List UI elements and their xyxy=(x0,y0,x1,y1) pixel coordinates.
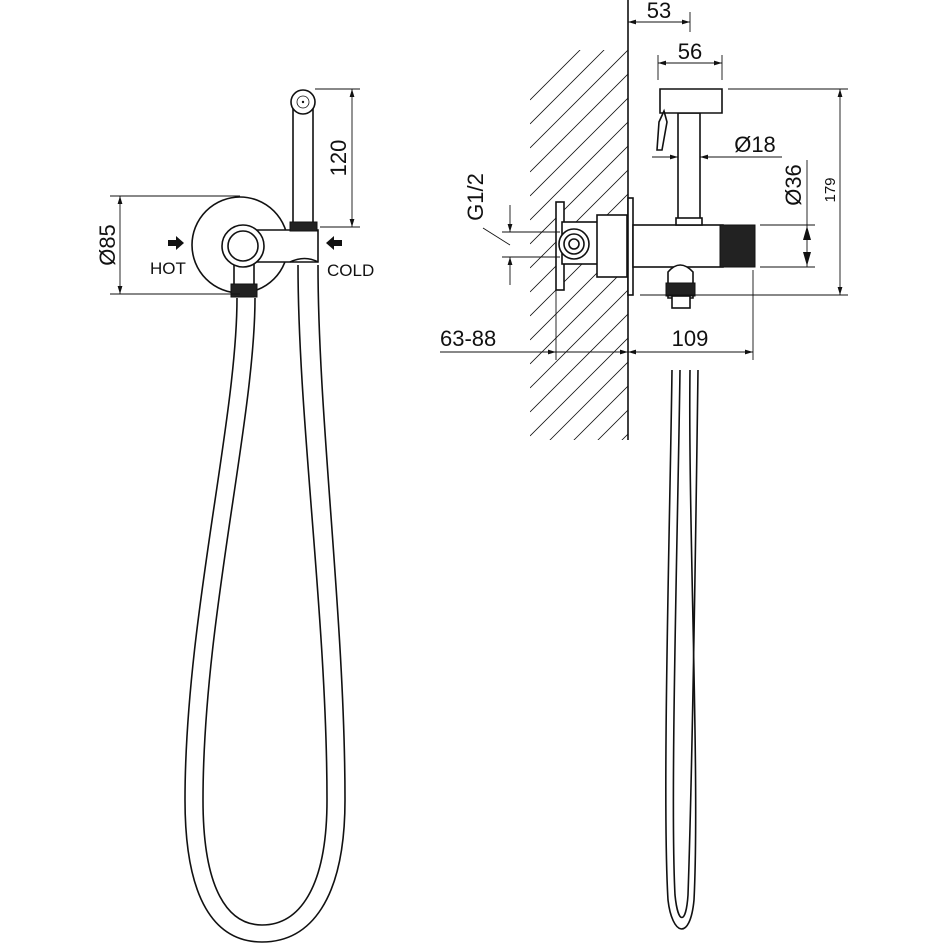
hatch-line xyxy=(530,121,628,221)
side-hose-a xyxy=(665,369,697,930)
dim-thread: G1/2 xyxy=(463,173,488,221)
dim-total-height: 179 xyxy=(822,177,839,202)
side-hose-b xyxy=(672,369,699,919)
hatch-line xyxy=(597,409,628,440)
dim-wall-depth: 63-88 xyxy=(440,326,496,351)
hatch-line xyxy=(530,313,628,413)
hatch-line xyxy=(530,554,628,652)
hatch-line xyxy=(530,97,628,197)
hatch-line xyxy=(530,50,581,101)
hatch-line xyxy=(530,265,628,365)
wall-nut xyxy=(596,214,628,278)
dim-stem-diameter: Ø18 xyxy=(734,132,776,157)
hatch-line xyxy=(530,50,628,149)
dim-escutcheon-diameter: Ø85 xyxy=(95,224,120,266)
valve-body xyxy=(632,224,724,268)
hatch-line xyxy=(530,50,605,125)
outlet-nut xyxy=(230,283,258,298)
cold-label: COLD xyxy=(327,261,374,280)
handset-collar xyxy=(289,221,318,232)
hatch-line xyxy=(530,530,628,628)
hatch-line xyxy=(530,337,628,437)
hot-label: HOT xyxy=(150,259,186,278)
hatch-line xyxy=(530,145,628,245)
front-view: Ø85 120 HOT COLD xyxy=(95,88,374,943)
handset-tube xyxy=(292,102,314,226)
hatch-line xyxy=(530,506,628,604)
trigger-lever xyxy=(656,108,668,151)
cold-arrow-icon xyxy=(326,236,342,250)
side-view: 53 56 Ø18 Ø36 179 G1/2 63-88 xyxy=(440,0,848,930)
hatch-line xyxy=(549,361,628,440)
hatch-line xyxy=(530,169,628,269)
hose-outer xyxy=(184,264,346,943)
dim-handset-width: 56 xyxy=(678,39,702,64)
hatch-line xyxy=(573,385,628,440)
hatch-line xyxy=(621,433,628,440)
dim-wall-offset: 53 xyxy=(647,0,671,23)
valve-handle-knurled xyxy=(719,224,756,268)
hatch-line xyxy=(530,289,628,389)
side-outlet-nut xyxy=(665,282,696,297)
dim-projection: 109 xyxy=(672,326,709,351)
hose-inner xyxy=(202,264,328,926)
side-handset-stem xyxy=(677,112,701,221)
hatch-line xyxy=(530,482,628,580)
hatch-line xyxy=(530,73,628,173)
side-handset-head xyxy=(659,88,723,114)
wall-hatch xyxy=(530,50,628,652)
hatch-line xyxy=(530,458,628,556)
dim-body-diameter: Ø36 xyxy=(781,164,806,206)
dim-handset-height: 120 xyxy=(326,140,351,177)
hot-arrow-icon xyxy=(168,236,184,250)
